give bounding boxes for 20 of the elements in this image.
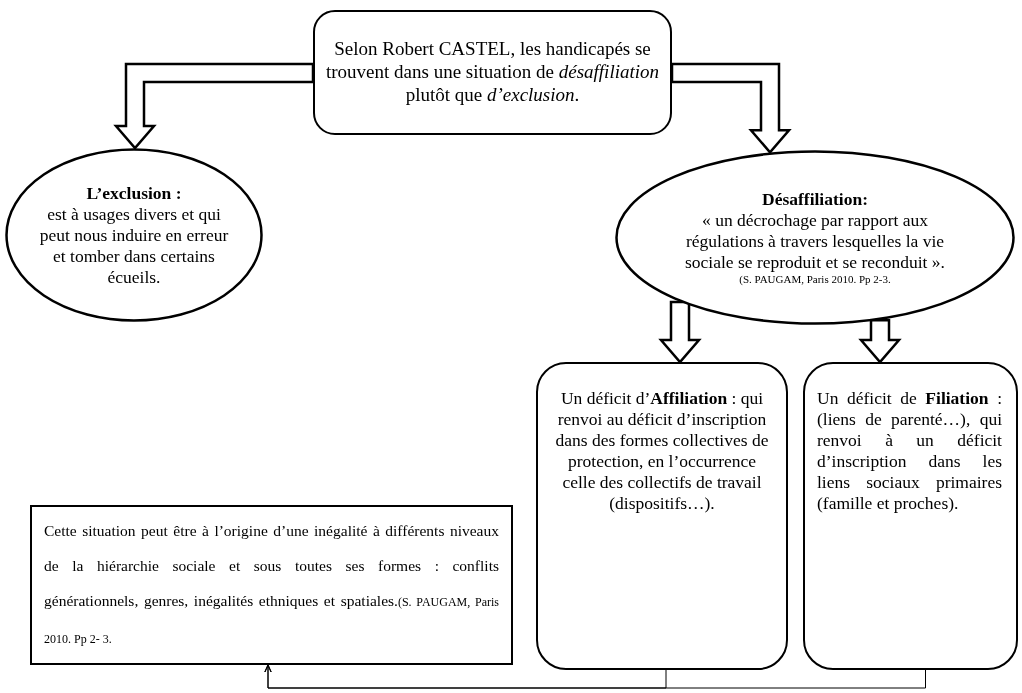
block-arrow <box>658 300 702 364</box>
heading-text: L’exclusion : <box>86 182 182 204</box>
block-arrow <box>858 319 902 364</box>
body-text: Un déficit d’Affiliation : qui renvoi au déficit d’inscription dans des formes collectives de protection, en l’occurrence celle des collectifs de travail (dispositifs…). <box>554 388 770 514</box>
ellipse-node <box>615 150 1015 325</box>
rounded-box <box>313 10 672 135</box>
citation-text: (S. PAUGAM, Paris 2010. Pp 2-3. <box>739 273 891 286</box>
connector-arrow <box>264 664 926 689</box>
rounded-box <box>536 362 788 670</box>
body-text: est à usages divers et qui peut nous induire en erreur et tomber dans certains écueils. <box>38 203 230 288</box>
body-text: Un déficit de Filiation : (liens de parenté…), qui renvoi à un déficit d’inscription dans les liens sociaux primaires (famille et proches). <box>817 388 1002 514</box>
block-arrow <box>670 62 792 155</box>
text-box <box>30 505 513 665</box>
body-text: « un décrochage par rapport aux régulations à travers lesquelles la vie sociale se reproduit et se reconduit ». <box>685 210 945 274</box>
body-text: Selon Robert CASTEL, les handicapés se trouvent dans une situation de désaffiliation plutôt que d’exclusion. <box>325 38 660 107</box>
ellipse-node <box>5 148 263 322</box>
rounded-box <box>803 362 1018 670</box>
heading-text: Désaffiliation: <box>762 189 868 211</box>
block-arrow <box>113 62 315 150</box>
paragraph-text: Cette situation peut être à l’origine d’une inégalité à différents niveaux de la hiérarchie sociale et sous toutes ses formes : conflits générationnels, genres, inégalités ethniques et spatiales.(S. PAUGAM, Paris 2010. Pp 2- 3. <box>44 521 499 648</box>
